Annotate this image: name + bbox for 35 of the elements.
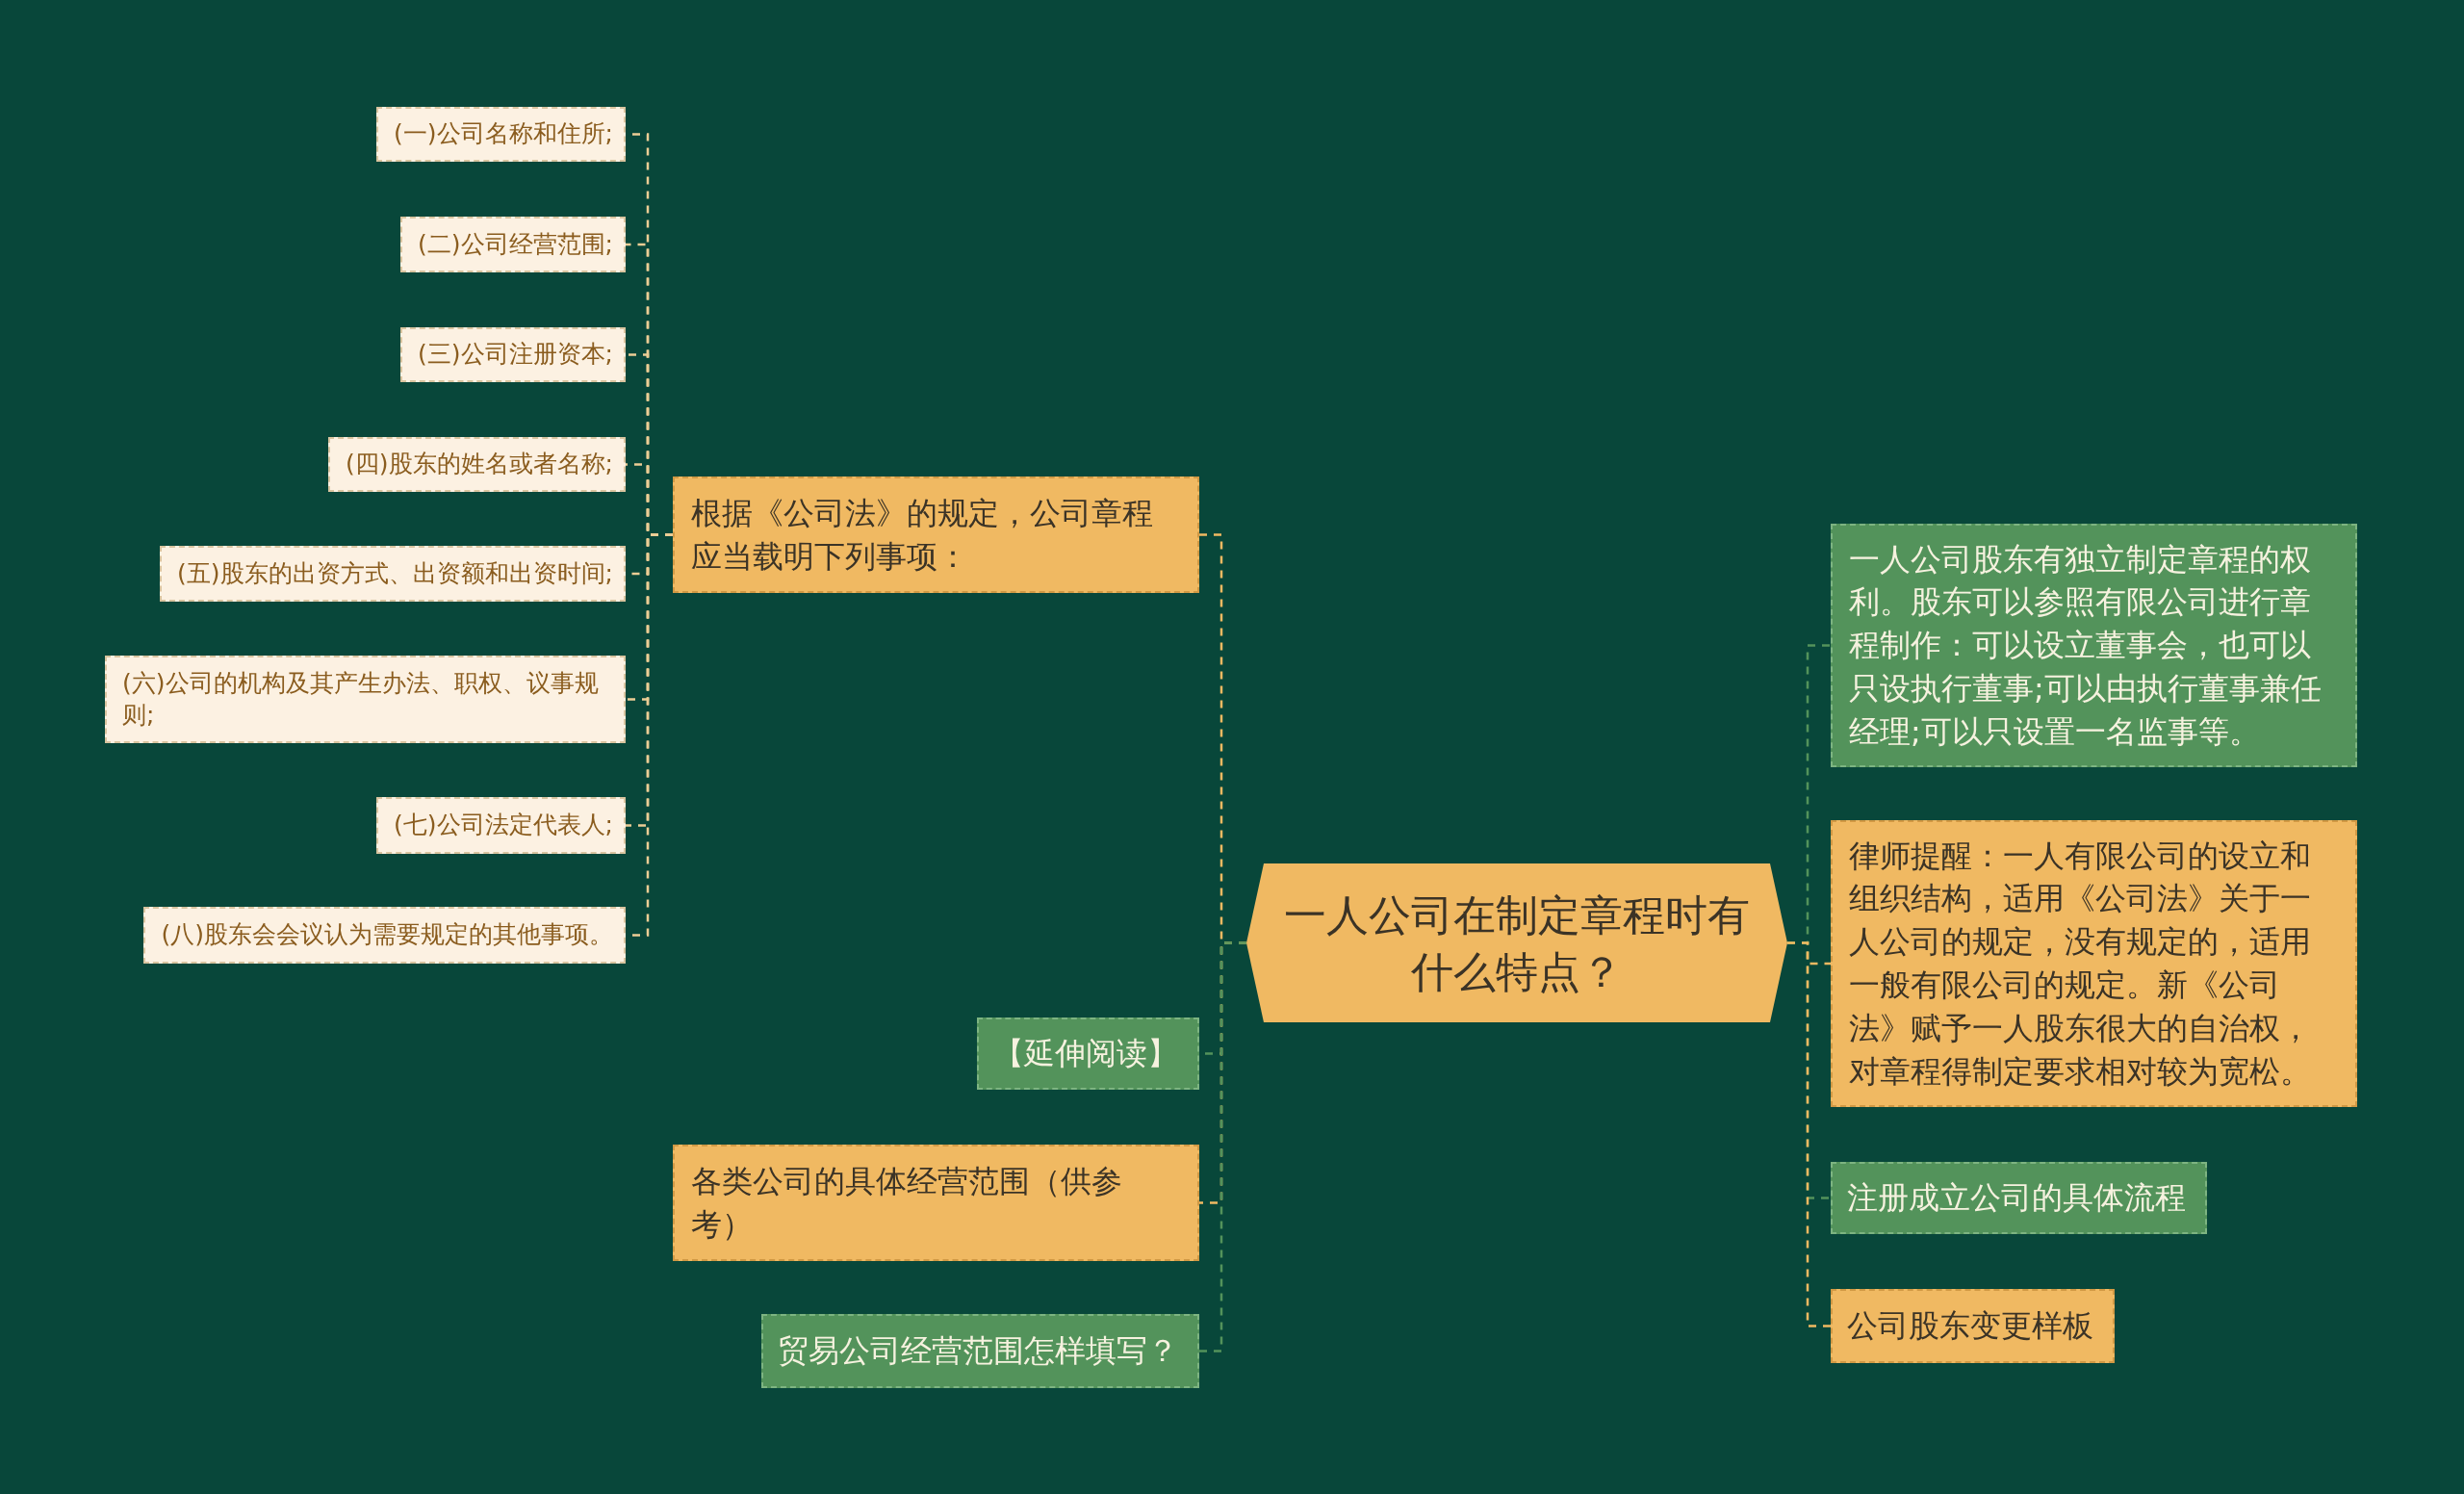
- subtopic-text: (二)公司经营范围;: [418, 228, 613, 260]
- connector-line: [1787, 941, 1831, 1327]
- subtopic-text: (八)股东会会议认为需要规定的其他事项。: [161, 919, 613, 951]
- topic-card: [1831, 1289, 2115, 1363]
- subtopic-text: (七)公司法定代表人;: [394, 810, 613, 841]
- topic-text: 律师提醒：一人有限公司的设立和组织结构，适用《公司法》关于一人公司的规定，没有规定的，适用一般有限公司的规定。新《公司法》赋予一人股东很大的自治权，对章程得制定要求相对较为宽松。: [1849, 836, 2312, 1092]
- topic-text: 注册成立公司的具体流程: [1847, 1178, 2186, 1219]
- subtopic-text: (六)公司的机构及其产生办法、职权、议事规则;: [122, 668, 600, 731]
- subtopic-text: (三)公司注册资本;: [418, 339, 613, 371]
- topic-card: [1831, 524, 2357, 767]
- topic-text: 一人公司股东有独立制定章程的权利。股东可以参照有限公司进行章程制作：可以设立董事会，也可以只设执行董事;可以由执行董事兼任经理;可以只设置一名监事等。: [1849, 539, 2323, 752]
- topic-card: [673, 477, 1199, 593]
- subtopic-text: (四)股东的姓名或者名称;: [346, 449, 613, 480]
- topic-card: [673, 1145, 1199, 1261]
- topic-text: 公司股东变更样板: [1847, 1306, 2093, 1347]
- connector-line: [1199, 941, 1246, 1352]
- subtopic-card: [328, 437, 626, 492]
- topic-card: [761, 1314, 1199, 1388]
- central-topic-text: 一人公司在制定章程时有什么特点？: [1283, 889, 1751, 998]
- topic-text: 【延伸阅读】: [993, 1034, 1178, 1074]
- topic-card: [1831, 1162, 2207, 1234]
- topic-text: 贸易公司经营范围怎样填写？: [778, 1331, 1178, 1372]
- topic-card: [1831, 820, 2357, 1107]
- topic-text: 各类公司的具体经营范围（供参考）: [691, 1161, 1123, 1245]
- subtopic-card: [160, 546, 626, 602]
- subtopic-card: [376, 797, 626, 854]
- topic-card: [977, 1017, 1199, 1090]
- subtopic-text: (一)公司名称和住所;: [394, 118, 613, 150]
- subtopic-card: [400, 217, 626, 272]
- subtopic-card: [400, 327, 626, 382]
- topic-text: 根据《公司法》的规定，公司章程应当载明下列事项：: [691, 493, 1154, 577]
- subtopic-card: [376, 107, 626, 162]
- subtopic-text: (五)股东的出资方式、出资额和出资时间;: [177, 557, 613, 589]
- subtopic-card: [105, 656, 626, 743]
- subtopic-card: [143, 907, 626, 964]
